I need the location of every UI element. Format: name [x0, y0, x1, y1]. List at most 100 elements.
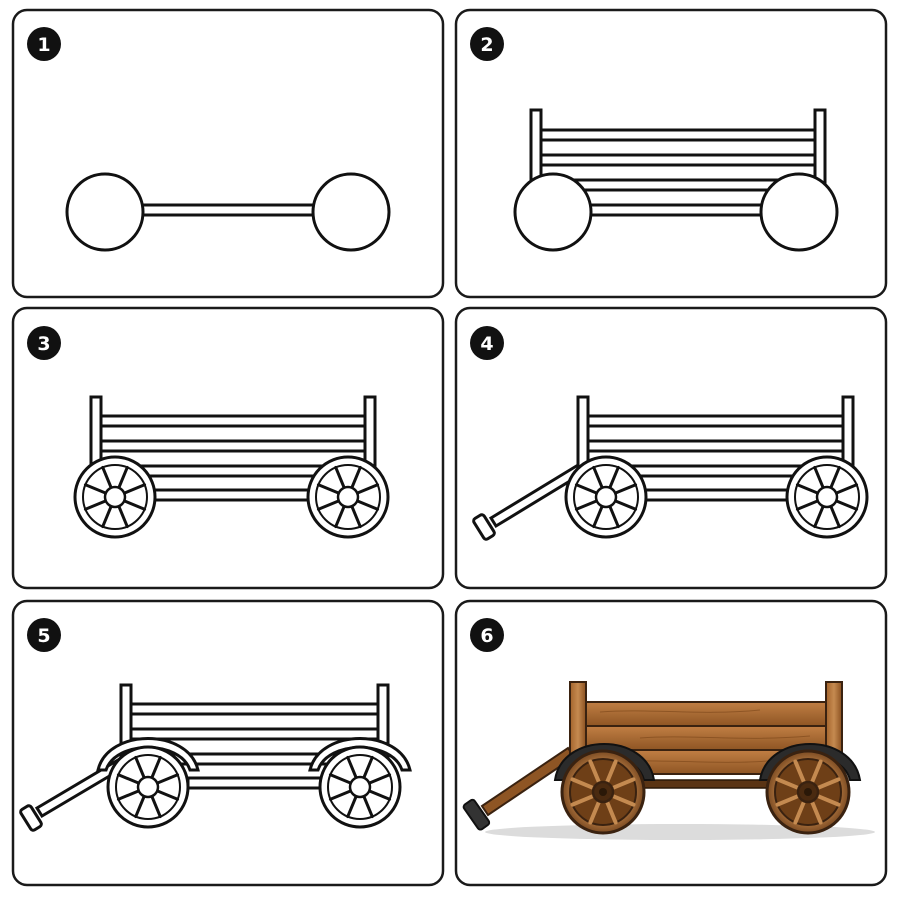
- wheel-hub-cap: [599, 788, 607, 796]
- step-panel-5: 5: [11, 599, 445, 887]
- axle: [148, 488, 318, 502]
- wheel-hub-cap: [804, 788, 812, 796]
- step-number-badge: 3: [27, 326, 61, 360]
- step-number-badge: 4: [470, 326, 504, 360]
- wheel-spoke: [116, 789, 141, 801]
- wooden-wheel-right: [765, 749, 851, 835]
- wheel-spoke: [809, 799, 823, 825]
- wheel-spoke: [608, 504, 620, 529]
- rail-middle: [539, 153, 817, 167]
- wheel-spoke: [570, 777, 596, 791]
- wheel-spoke: [775, 777, 801, 791]
- rail-top: [99, 414, 367, 428]
- wheel-spoke: [83, 483, 108, 495]
- step-number-badge: 1: [27, 27, 61, 61]
- spoked-wheel-right: [306, 455, 390, 539]
- spoked-wheel-left: [564, 455, 648, 539]
- axle: [638, 488, 792, 502]
- wheel-spoke: [134, 755, 146, 780]
- wheel-spoke: [355, 499, 380, 511]
- step-number: 3: [37, 333, 50, 355]
- wheel-spoke: [117, 504, 129, 529]
- wheel-spoke: [122, 483, 147, 495]
- wheel-spoke: [793, 799, 807, 825]
- wagon-drawing-step-4: [472, 395, 869, 541]
- wagon-drawing-step-6: [462, 681, 875, 840]
- handle-grip: [462, 798, 491, 831]
- wheel-hub: [336, 485, 360, 509]
- wheel-spoke: [116, 773, 141, 785]
- wheel-spoke: [574, 499, 599, 511]
- wheel-spoke: [150, 794, 162, 819]
- wheel-left: [513, 172, 593, 252]
- wheel-spoke: [316, 499, 341, 511]
- wheel-spoke: [134, 794, 146, 819]
- wheel-spoke: [328, 789, 353, 801]
- wheel-spoke: [610, 793, 636, 807]
- wheel-spoke: [101, 504, 113, 529]
- fender-left: [96, 737, 200, 772]
- wheel-spoke: [775, 793, 801, 807]
- wheel-hub: [594, 485, 618, 509]
- axle: [186, 776, 328, 790]
- wheel-spoke: [834, 483, 859, 495]
- axle: [138, 203, 320, 217]
- wheel-spoke: [809, 759, 823, 785]
- wagon-drawing-step-3: [73, 395, 390, 539]
- rail-top: [586, 414, 845, 428]
- wheel-spoke: [813, 465, 825, 490]
- wheel-spoke: [793, 759, 807, 785]
- spoked-wheel-left: [73, 455, 157, 539]
- wheel-spoke: [592, 504, 604, 529]
- handle-grip: [19, 804, 43, 832]
- rail-top: [129, 702, 380, 716]
- step-number: 2: [480, 34, 493, 56]
- step-panel-4: 4: [454, 306, 888, 590]
- wheel-left: [65, 172, 145, 252]
- wheel-spoke: [155, 773, 180, 785]
- wheel-spoke: [829, 504, 841, 529]
- wheel-spoke: [346, 794, 358, 819]
- handle-grip: [472, 513, 496, 541]
- wheel-hub: [136, 775, 160, 799]
- rail-top: [539, 128, 817, 142]
- spoked-wheel-right: [785, 455, 869, 539]
- wheel-spoke: [613, 499, 638, 511]
- wheel-spoke: [334, 504, 346, 529]
- wheel-spoke: [813, 504, 825, 529]
- wheel-hub: [103, 485, 127, 509]
- wagon-drawing-step-1: [65, 172, 391, 252]
- step-number-badge: 2: [470, 27, 504, 61]
- wheel-spoke: [610, 777, 636, 791]
- spoked-wheel-right: [318, 745, 402, 829]
- axle: [583, 203, 765, 217]
- step-number: 5: [37, 625, 50, 647]
- wheel-spoke: [328, 773, 353, 785]
- wooden-wheel-left: [560, 749, 646, 835]
- step-number-badge: 6: [470, 618, 504, 652]
- wheel-spoke: [367, 789, 392, 801]
- wheel-spoke: [334, 465, 346, 490]
- wheel-spoke: [350, 465, 362, 490]
- wheel-spoke: [613, 483, 638, 495]
- step-number: 1: [37, 34, 50, 56]
- step-number: 4: [480, 333, 493, 355]
- wheel-spoke: [316, 483, 341, 495]
- step-panel-1: 1: [11, 8, 445, 299]
- rail-middle: [586, 439, 845, 453]
- wheel-spoke: [101, 465, 113, 490]
- step-number-badge: 5: [27, 618, 61, 652]
- wheel-hub: [348, 775, 372, 799]
- wheel-spoke: [795, 499, 820, 511]
- wheel-spoke: [834, 499, 859, 511]
- wheel-hub: [815, 485, 839, 509]
- step-panel-2: 2: [454, 8, 888, 299]
- wheel-spoke: [362, 755, 374, 780]
- wheel-spoke: [815, 793, 841, 807]
- wagon-drawing-step-2: [513, 108, 839, 252]
- step-number: 6: [480, 625, 493, 647]
- plank-1: [585, 701, 827, 727]
- wheel-spoke: [122, 499, 147, 511]
- wheel-spoke: [588, 759, 602, 785]
